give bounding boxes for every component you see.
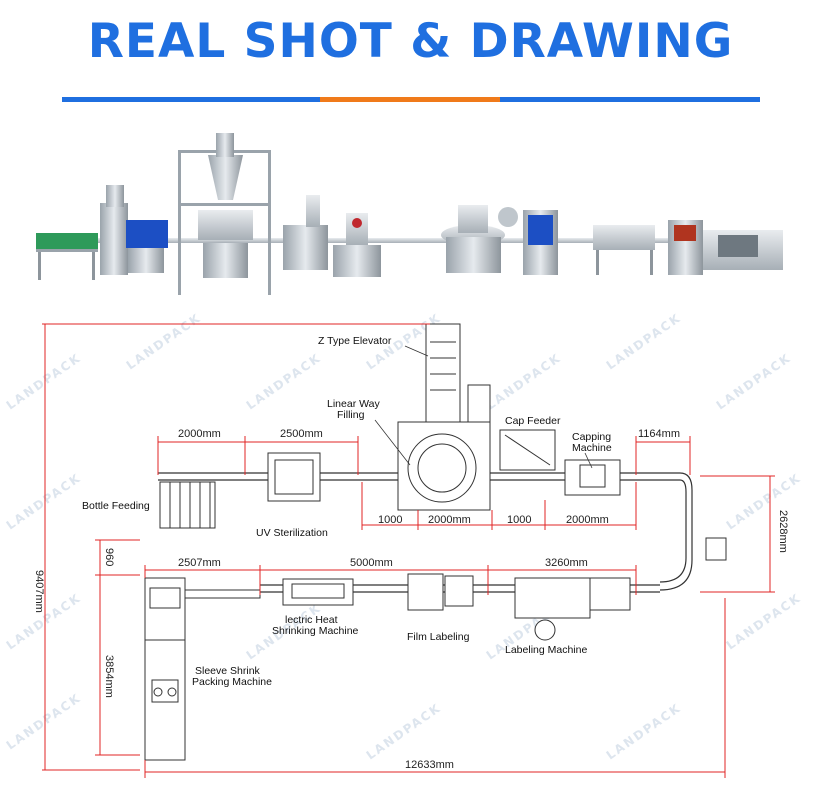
dim-1000-right: 1000	[507, 514, 531, 526]
dim-960: 960	[103, 548, 115, 566]
label-capping-line1: Capping	[572, 431, 611, 443]
watermark: LANDPACK	[714, 350, 794, 412]
watermark: LANDPACK	[124, 310, 204, 372]
watermark: LANDPACK	[724, 590, 804, 652]
dim-5000mm: 5000mm	[350, 557, 393, 569]
main-conveyor	[88, 238, 778, 243]
label-labeling-machine: Labeling Machine	[505, 644, 587, 656]
title-underline-left	[62, 97, 320, 102]
watermark: LANDPACK	[4, 470, 84, 532]
watermark: LANDPACK	[244, 350, 324, 412]
label-capping-line2: Machine	[572, 442, 612, 454]
watermark: LANDPACK	[364, 700, 444, 762]
dimension-lines	[42, 323, 775, 778]
title-underline-center	[320, 97, 500, 102]
watermark-grid: LANDPACK LANDPACK LANDPACK LANDPACK LAND…	[4, 310, 804, 762]
label-uv-sterilization: UV Sterilization	[256, 527, 328, 539]
dim-12633mm: 12633mm	[405, 759, 454, 771]
control-box	[705, 537, 727, 561]
watermark: LANDPACK	[4, 350, 84, 412]
label-heat-shrink-line2: Shrinking Machine	[272, 625, 359, 637]
label-z-type-elevator: Z Type Elevator	[318, 335, 392, 347]
bottle-feeding-table	[36, 233, 98, 280]
packer-infeed	[184, 589, 261, 599]
watermark: LANDPACK	[604, 310, 684, 372]
label-sleeve-line2: Packing Machine	[192, 676, 272, 688]
dim-2000mm-filling: 2000mm	[428, 514, 471, 526]
label-heat-shrink-line1: lectric Heat	[285, 614, 338, 626]
steam-shrink-tunnel	[593, 225, 655, 275]
label-bottle-feeding: Bottle Feeding	[82, 500, 150, 512]
watermark: LANDPACK	[484, 350, 564, 412]
uv-sterilizer-machine	[100, 185, 168, 275]
labeling-machine-unit	[514, 577, 631, 641]
label-film-labeling: Film Labeling	[407, 631, 470, 643]
dim-1000-left: 1000	[378, 514, 402, 526]
title-underline-right	[500, 97, 760, 102]
dim-2000mm-capping: 2000mm	[566, 514, 609, 526]
linear-filling-unit	[397, 421, 491, 511]
capping-machine	[333, 213, 381, 277]
watermark: LANDPACK	[724, 470, 804, 532]
multihead-weigher-frame	[178, 133, 271, 295]
dim-1164mm: 1164mm	[638, 428, 680, 440]
dim-2507mm: 2507mm	[178, 557, 221, 569]
label-cap-feeder: Cap Feeder	[505, 415, 561, 427]
dim-2500mm-uv: 2500mm	[280, 428, 323, 440]
sleeve-labeling-machine	[498, 207, 558, 275]
linear-filling-machine	[283, 195, 328, 270]
heat-shrinking-unit	[282, 578, 354, 606]
dim-2000mm-feeding: 2000mm	[178, 428, 221, 440]
label-sleeve-line1: Sleeve Shrink	[195, 665, 261, 677]
watermark: LANDPACK	[4, 690, 84, 752]
sleeve-shrink-packer	[668, 220, 783, 275]
bottle-feeding-unit	[159, 481, 216, 529]
label-linear-filling-line1: Linear Way	[327, 398, 380, 410]
capping-unit	[564, 459, 621, 496]
rotary-machine	[441, 205, 505, 273]
layout-drawing: LANDPACK LANDPACK LANDPACK LANDPACK LAND…	[4, 310, 804, 778]
leader-lines	[374, 345, 593, 469]
page-title: REAL SHOT & DRAWING	[87, 14, 734, 69]
sleeve-shrink-packing-unit	[144, 577, 186, 761]
production-line-photo	[36, 133, 783, 295]
film-labeling-unit	[407, 573, 474, 611]
dim-9407mm: 9407mm	[33, 570, 45, 613]
watermark: LANDPACK	[604, 700, 684, 762]
label-linear-filling-line2: Filling	[337, 409, 365, 421]
dim-2628mm: 2628mm	[777, 510, 789, 553]
cap-feeder-unit	[499, 429, 556, 471]
dim-3854mm: 3854mm	[103, 655, 115, 698]
uv-sterilization-unit	[267, 452, 321, 502]
dim-3260mm: 3260mm	[545, 557, 588, 569]
